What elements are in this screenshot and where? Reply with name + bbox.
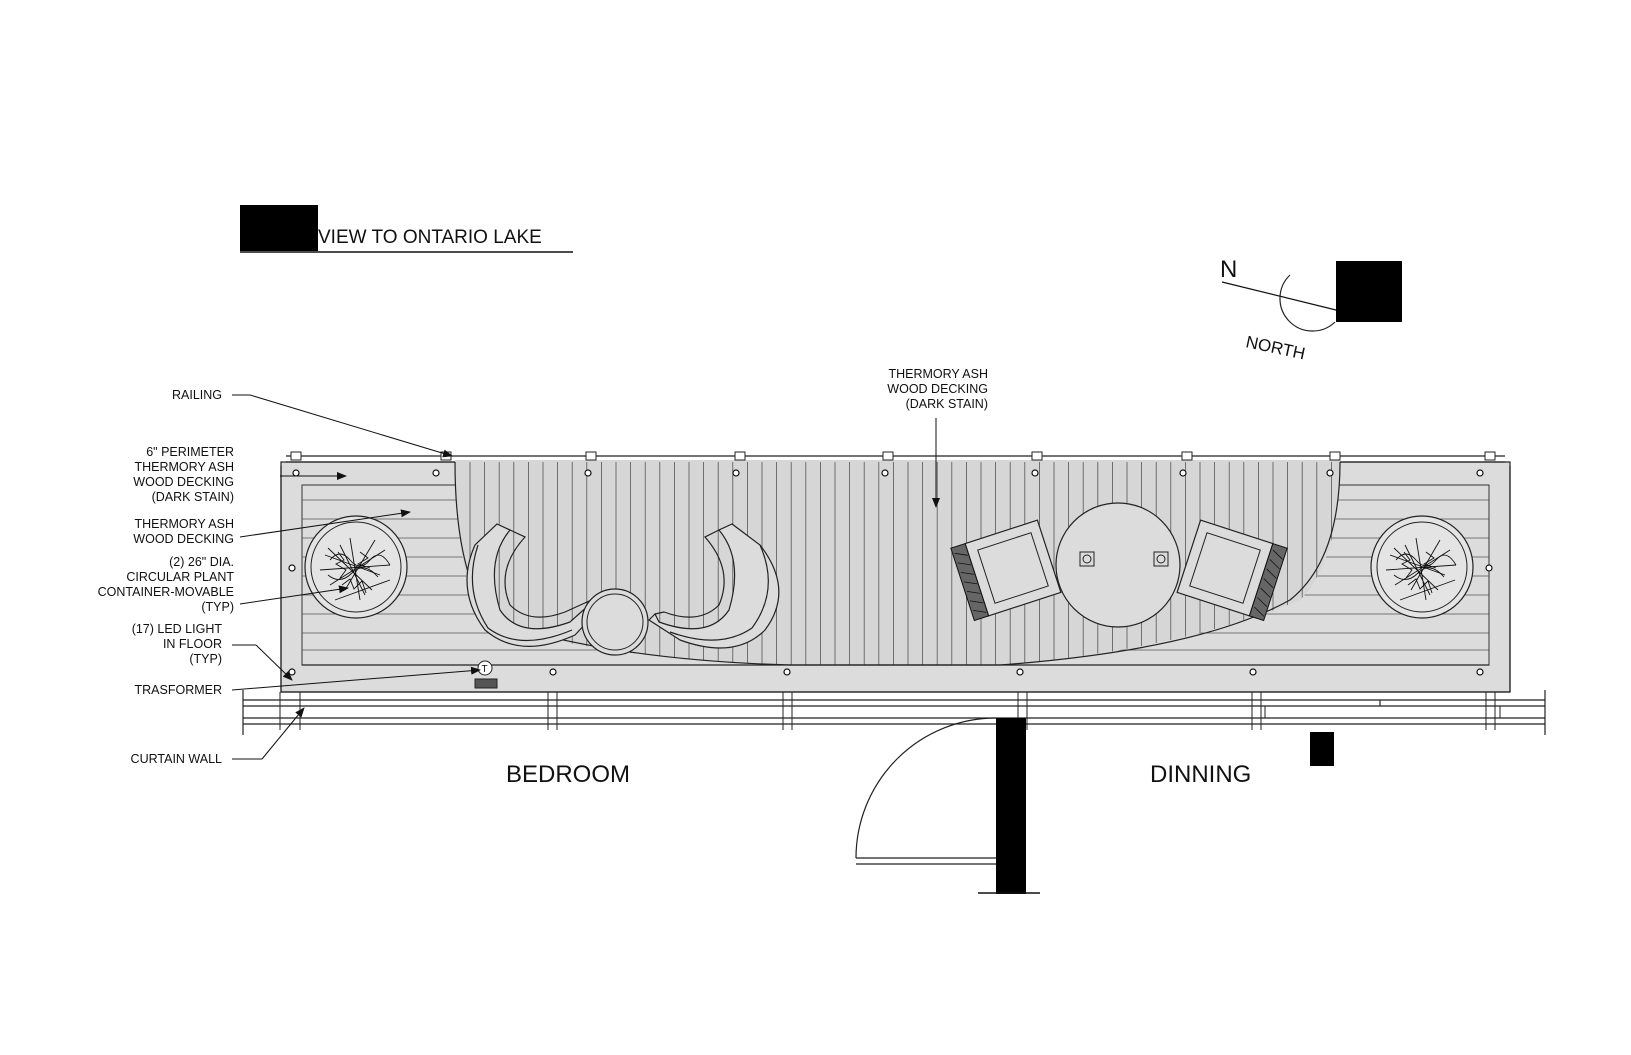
svg-text:WOOD DECKING: WOOD DECKING: [133, 532, 234, 546]
round-side-table: [581, 588, 649, 656]
svg-text:(DARK STAIN): (DARK STAIN): [152, 490, 234, 504]
railing-post: [1031, 451, 1043, 461]
svg-text:CIRCULAR PLANT: CIRCULAR PLANT: [126, 570, 234, 584]
svg-text:(TYP): (TYP): [189, 652, 222, 666]
plant-scribble-right: [1385, 537, 1457, 601]
led-light-marker: [292, 469, 300, 477]
led-light-marker: [732, 469, 740, 477]
led-light-marker: [1249, 668, 1257, 676]
led-light-marker: [783, 668, 791, 676]
transformer-tag: T: [482, 664, 488, 675]
railing-post: [734, 451, 746, 461]
svg-text:(TYP): (TYP): [201, 600, 234, 614]
note-curtain-wall: CURTAIN WALL: [131, 707, 305, 766]
curtain-wall: [242, 690, 1546, 735]
note-perimeter-decking: 6" PERIMETER THERMORY ASH WOOD DECKING (…: [133, 445, 347, 504]
svg-text:RAILING: RAILING: [172, 388, 222, 402]
table-fixture-left: [1079, 551, 1095, 567]
led-light-marker: [584, 469, 592, 477]
svg-text:CONTAINER-MOVABLE: CONTAINER-MOVABLE: [98, 585, 234, 599]
led-light-marker: [1476, 469, 1484, 477]
railing-post: [1484, 451, 1496, 461]
svg-text:TRASFORMER: TRASFORMER: [135, 683, 223, 697]
dining-table: [1055, 502, 1181, 628]
svg-text:WOOD DECKING: WOOD DECKING: [887, 382, 988, 396]
lounge-chair-right: [648, 523, 780, 649]
plant-scribble-left: [319, 537, 391, 601]
note-planter: (2) 26" DIA. CIRCULAR PLANT CONTAINER-MO…: [98, 555, 349, 614]
table-fixture-right: [1153, 551, 1169, 567]
north-letter: N: [1220, 256, 1237, 283]
led-light-marker: [549, 668, 557, 676]
note-decking: THERMORY ASH WOOD DECKING: [133, 509, 411, 546]
railing-post: [585, 451, 597, 461]
led-light-marker: [1326, 469, 1334, 477]
svg-text:WOOD DECKING: WOOD DECKING: [133, 475, 234, 489]
svg-text:THERMORY ASH: THERMORY ASH: [134, 460, 234, 474]
railing-post: [1329, 451, 1341, 461]
title-tag-block: [240, 205, 318, 251]
svg-text:THERMORY ASH: THERMORY ASH: [888, 367, 988, 381]
led-light-marker: [1031, 469, 1039, 477]
room-label-bedroom: BEDROOM: [506, 761, 630, 788]
led-light-marker: [288, 668, 296, 676]
led-light-marker: [1476, 668, 1484, 676]
svg-text:6" PERIMETER: 6" PERIMETER: [146, 445, 234, 459]
led-floor-lights: [288, 469, 1493, 676]
dining-chair-left: [950, 519, 1062, 622]
led-light-marker: [1016, 668, 1024, 676]
interior-wall: [978, 718, 1040, 894]
room-label-dinning: DINNING: [1150, 761, 1251, 788]
led-light-marker: [432, 469, 440, 477]
north-arrow: N NORTH: [1220, 256, 1402, 363]
svg-text:(17) LED LIGHT: (17) LED LIGHT: [132, 622, 223, 636]
note-center-decking: THERMORY ASH WOOD DECKING (DARK STAIN): [887, 367, 988, 508]
led-light-marker: [1179, 469, 1187, 477]
led-light-marker: [1485, 564, 1493, 572]
led-light-marker: [288, 564, 296, 572]
svg-text:(2) 26" DIA.: (2) 26" DIA.: [169, 555, 234, 569]
note-transformer: TRASFORMER: [135, 666, 481, 697]
door-swing: [855, 717, 997, 865]
drawing-title: VIEW TO ONTARIO LAKE: [318, 227, 542, 248]
plant-container-right: [1370, 515, 1474, 619]
led-light-marker: [881, 469, 889, 477]
svg-text:IN FLOOR: IN FLOOR: [163, 637, 222, 651]
north-label: NORTH: [1244, 332, 1307, 363]
note-led-light: (17) LED LIGHT IN FLOOR (TYP): [132, 622, 293, 681]
plant-container-left: [304, 515, 408, 619]
note-railing: RAILING: [172, 388, 453, 458]
north-block: [1336, 261, 1402, 322]
dining-chair-right: [1176, 519, 1288, 622]
railing-post: [290, 451, 302, 461]
svg-text:(DARK STAIN): (DARK STAIN): [906, 397, 988, 411]
railing-post: [882, 451, 894, 461]
railing-post: [1181, 451, 1193, 461]
column-block: [1310, 732, 1334, 766]
svg-text:CURTAIN WALL: CURTAIN WALL: [131, 752, 222, 766]
deck: [280, 455, 1511, 693]
svg-text:THERMORY ASH: THERMORY ASH: [134, 517, 234, 531]
